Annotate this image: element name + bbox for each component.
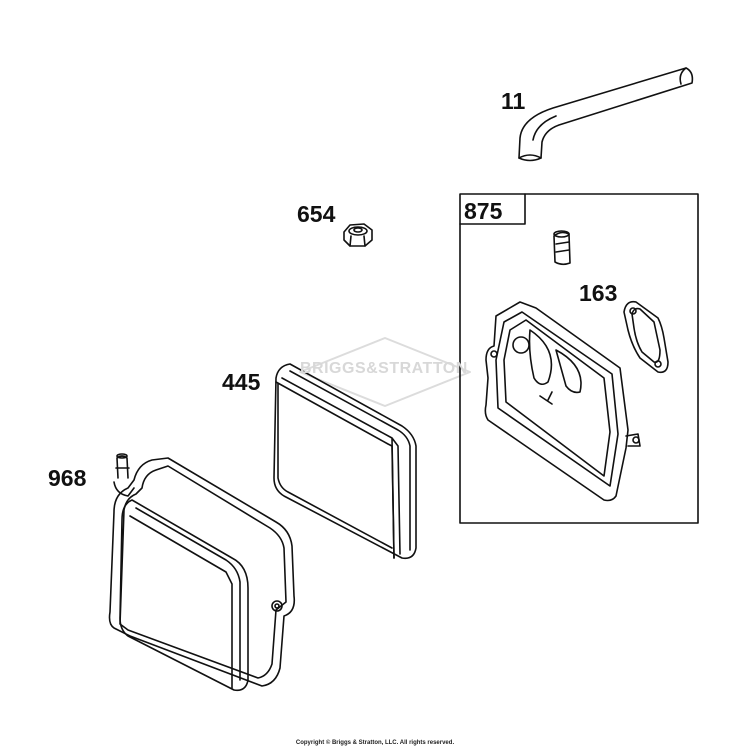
breather-hose: [518, 67, 694, 162]
callout-hose: 11: [501, 88, 526, 114]
callout-filter: 445: [222, 369, 261, 395]
callout-nut: 654: [297, 201, 336, 227]
callout-kit: 875: [464, 198, 503, 224]
watermark-logo: [299, 337, 471, 407]
gasket: [623, 300, 669, 374]
kit-box: [459, 193, 699, 524]
callout-gasket: 163: [579, 280, 618, 306]
air-cleaner-cover: [108, 453, 296, 692]
filter-element: [273, 363, 417, 560]
copyright-text: Copyright © Briggs & Stratton, LLC. All …: [295, 740, 455, 746]
nut: [343, 223, 373, 247]
watermark-text: BRIGGS&STRATTON: [300, 360, 468, 377]
air-cleaner-base: [484, 301, 641, 502]
callout-cover: 968: [48, 465, 87, 491]
sleeve: [553, 230, 571, 266]
